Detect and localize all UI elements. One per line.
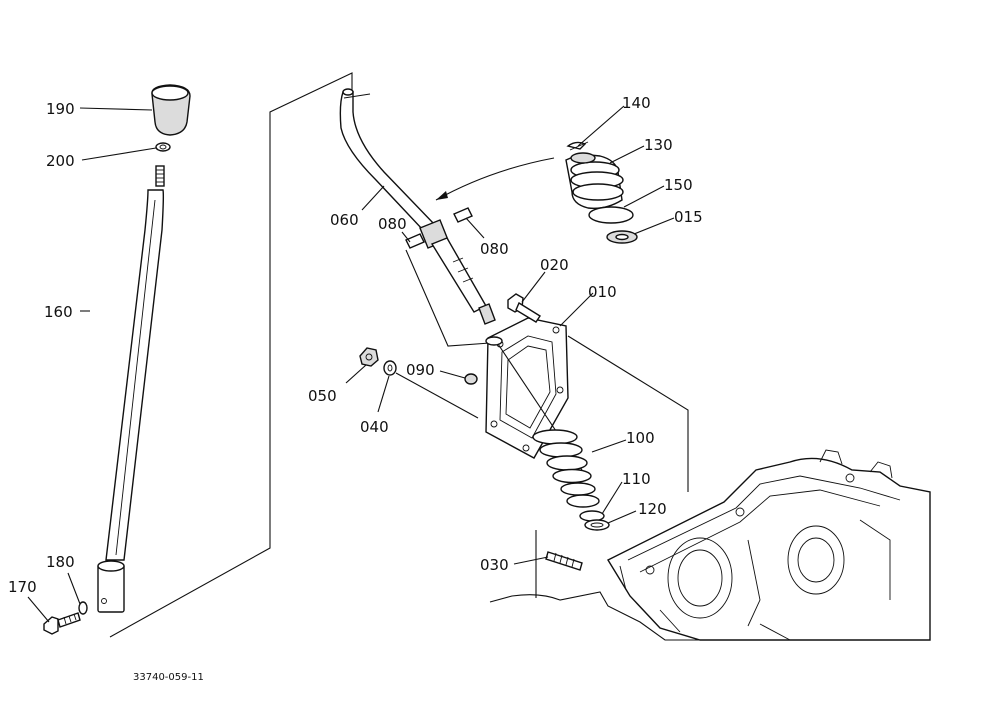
part-label-080-right: 080	[480, 240, 509, 258]
drawing-code: 33740-059-11	[133, 672, 204, 683]
boot-seal-ring	[588, 206, 634, 224]
lock-nut	[155, 142, 171, 152]
part-label-010: 010	[588, 283, 617, 301]
small-nut	[464, 373, 478, 385]
assembly-arrow	[435, 157, 555, 201]
part-label-110: 110	[622, 470, 651, 488]
part-label-090: 090	[406, 361, 435, 379]
flat-washer	[383, 360, 397, 376]
lever-thread	[155, 165, 165, 187]
part-label-180: 180	[46, 553, 75, 571]
spring-washer	[78, 601, 88, 615]
transmission-case	[607, 449, 931, 641]
part-label-190: 190	[46, 100, 75, 118]
retaining-clip	[566, 141, 589, 151]
part-label-140: 140	[622, 94, 651, 112]
shift-lever-rod	[105, 189, 165, 561]
housing-outline	[489, 591, 700, 641]
return-spring	[532, 429, 600, 508]
part-label-040: 040	[360, 418, 389, 436]
rubber-boot	[565, 152, 624, 210]
assembly-guide-line-plate	[567, 335, 689, 492]
part-label-030: 030	[480, 556, 509, 574]
leader-lines	[27, 105, 675, 623]
part-label-150: 150	[664, 176, 693, 194]
plate-bolt	[507, 293, 541, 323]
part-label-160: 160	[44, 303, 73, 321]
shift-lever-assembly	[43, 84, 191, 635]
part-label-120: 120	[638, 500, 667, 518]
stud-bolt	[545, 551, 583, 571]
shift-shaft	[339, 88, 496, 325]
part-label-050: 050	[308, 387, 337, 405]
hex-nut	[359, 347, 379, 367]
part-label-100: 100	[626, 429, 655, 447]
part-labels: 190 200 160 180 170 060 080 080 020 010 …	[8, 94, 703, 596]
shift-knob	[151, 84, 191, 136]
hex-bolt	[43, 612, 81, 635]
part-label-200: 200	[46, 152, 75, 170]
part-label-060: 060	[330, 211, 359, 229]
assembly-guide-line-left	[109, 72, 353, 638]
part-label-130: 130	[644, 136, 673, 154]
part-label-015: 015	[674, 208, 703, 226]
part-label-020: 020	[540, 256, 569, 274]
lever-sleeve	[97, 560, 125, 613]
assembly-guide-line-shaft	[405, 249, 491, 347]
assembly-guide-line-nut	[395, 372, 479, 419]
part-label-080-left: 080	[378, 215, 407, 233]
snap-ring	[584, 519, 610, 531]
grease-fitting	[405, 207, 473, 249]
boot-washer	[606, 230, 638, 244]
part-label-170: 170	[8, 578, 37, 596]
